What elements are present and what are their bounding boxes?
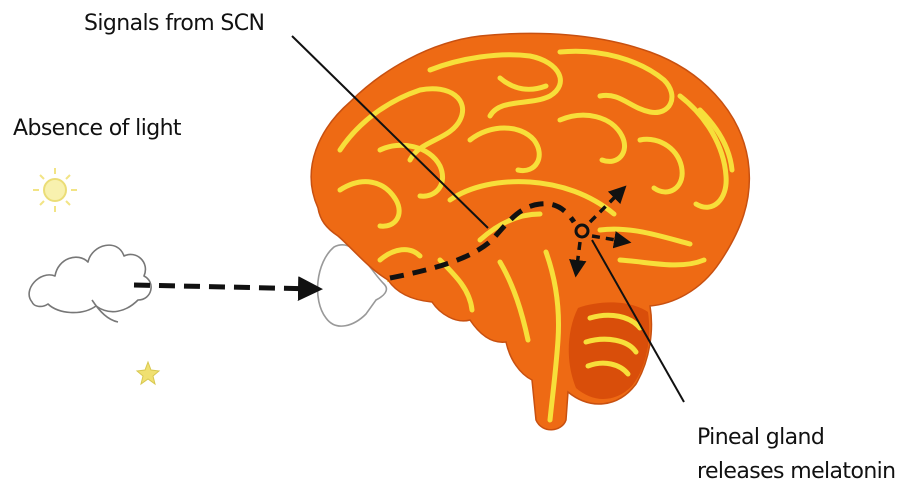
sun-icon	[33, 168, 77, 212]
releases-melatonin-label: releases melatonin	[697, 457, 896, 487]
cloud-icon	[29, 245, 151, 322]
absence-of-light-label: Absence of light	[13, 114, 181, 144]
star-icon	[137, 362, 159, 384]
pineal-gland-marker	[576, 225, 588, 237]
pineal-gland-label: Pineal gland	[697, 423, 824, 453]
signals-from-scn-label: Signals from SCN	[84, 9, 264, 39]
brain-illustration	[311, 33, 749, 429]
light-path-arrow	[134, 285, 318, 289]
